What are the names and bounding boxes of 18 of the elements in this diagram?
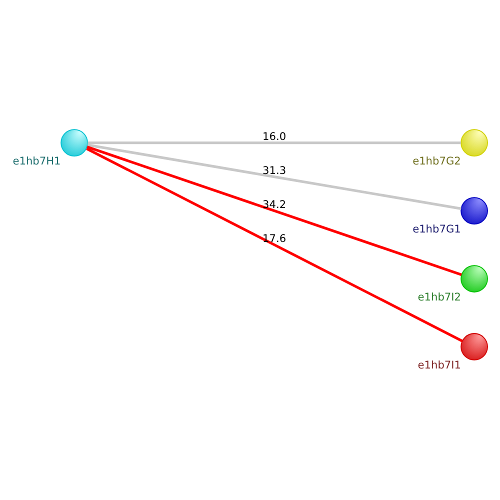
- node-circle: [460, 128, 488, 156]
- connector: [88, 140, 461, 144]
- node-label: e1hb7G2: [412, 155, 461, 167]
- node-label: e1hb7G1: [412, 222, 461, 235]
- edge-label: 16.0: [262, 130, 286, 142]
- edge-label: 34.2: [262, 198, 286, 210]
- connector: [86, 145, 462, 276]
- node-label: e1hb7I2: [418, 290, 462, 303]
- connector: [87, 143, 462, 210]
- connector: [86, 146, 463, 342]
- node-label: e1hb7I1: [418, 358, 462, 371]
- node-circle: [60, 128, 88, 156]
- node-circle: [460, 332, 488, 360]
- node-label: e1hb7H1: [12, 155, 61, 167]
- edge-label: 17.6: [262, 232, 286, 245]
- node-circle: [460, 264, 488, 292]
- node-circle: [460, 196, 488, 224]
- edge-label: 31.3: [262, 164, 286, 177]
